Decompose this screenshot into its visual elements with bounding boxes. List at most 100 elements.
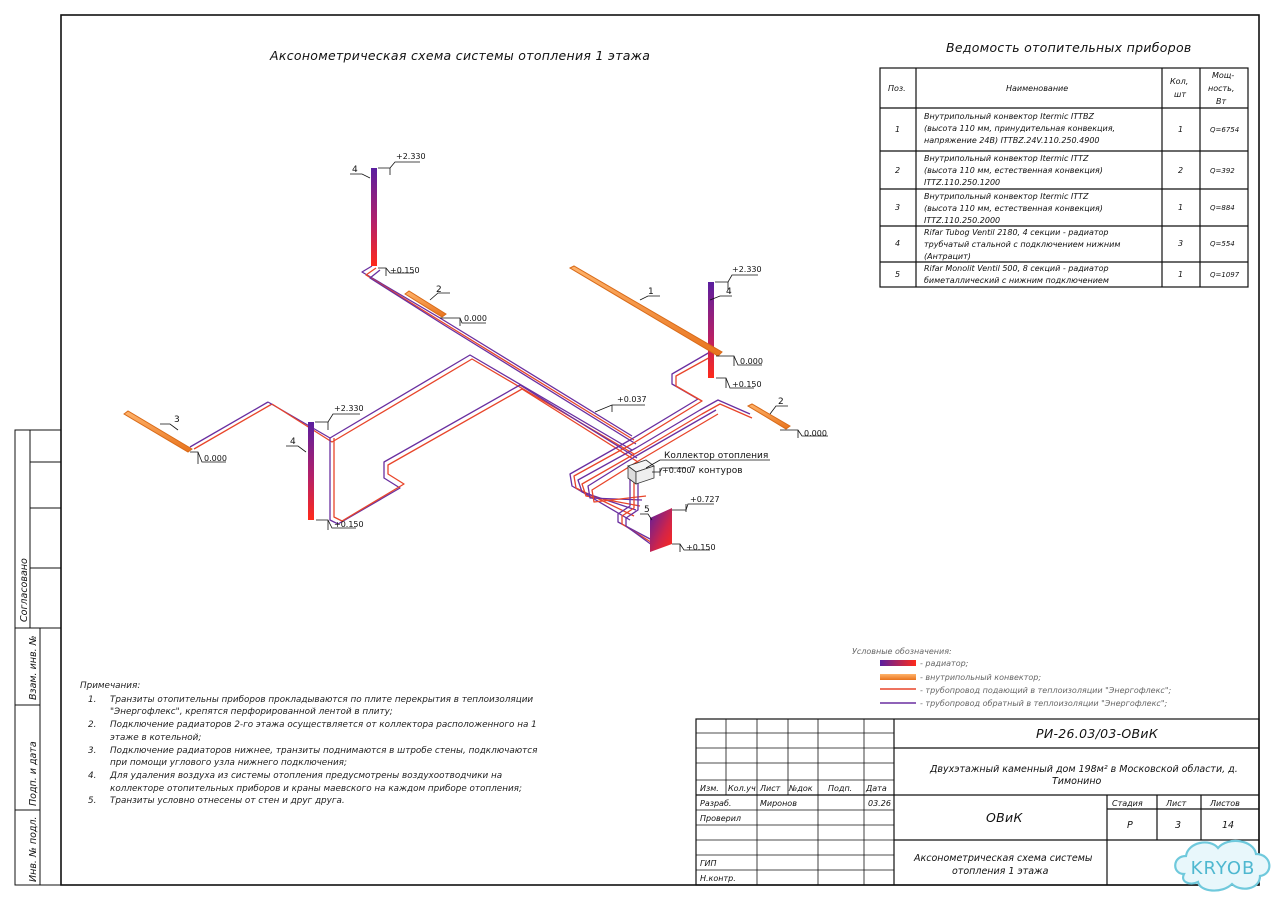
elev-mark: 0.000: [204, 454, 227, 463]
th-qty: шт: [1174, 90, 1186, 99]
cell-power: Q=884: [1210, 204, 1235, 212]
side-stamp: [14, 429, 62, 886]
elev-mark: +0.150: [732, 380, 762, 389]
cell-name: Внутрипольный конвектор Itermic ITTBZ: [924, 112, 1095, 121]
cell-name: (высота 110 мм, естественная конвекция): [924, 166, 1103, 175]
side-podp: Подп. и дата: [28, 741, 39, 806]
sheet-title: Аксонометрическая схема системы: [913, 853, 1093, 864]
cell-qty: 1: [1178, 203, 1183, 212]
notes-title: Примечания:: [80, 681, 141, 691]
schedule-table: [879, 67, 1249, 288]
legend-item: - трубопровод подающий в теплоизоляции "…: [920, 686, 1172, 695]
convector-3: [123, 410, 193, 453]
gip: ГИП: [700, 859, 716, 868]
device-label: 3: [174, 415, 180, 425]
device-label: 4: [352, 165, 358, 175]
th-name: Наименование: [1006, 84, 1068, 93]
nkontr: Н.контр.: [700, 874, 736, 883]
object-name: Тимонино: [1052, 776, 1102, 787]
device-label: 4: [290, 437, 296, 447]
radiator-4-left: [308, 422, 314, 520]
scheme-title: Аксонометрическая схема системы отоплени…: [269, 48, 650, 63]
listov-value: 14: [1222, 820, 1234, 831]
watermark-text: KRYOB: [1191, 858, 1256, 879]
convector-2-top: [404, 290, 447, 318]
cell-qty: 3: [1178, 239, 1183, 248]
elev-mark: +2.330: [732, 265, 762, 274]
cell-name: (высота 110 мм, естественная конвекция): [924, 204, 1103, 213]
proveril: Проверил: [700, 814, 741, 823]
listov-header: Листов: [1209, 799, 1240, 808]
cell-name: Внутрипольный конвектор Itermic ITTZ: [924, 192, 1089, 201]
elev-mark: +2.330: [396, 152, 426, 161]
note-item: 3.Подключение радиаторов нижнее, транзит…: [88, 745, 538, 769]
notes-block: Примечания: 1.Транзиты отопительны прибо…: [80, 680, 580, 808]
cell-name: биметаллический с нижним подключением: [924, 276, 1109, 285]
elevation-marks: [190, 161, 828, 552]
cell-name: (высота 110 мм, принудительная конвекция…: [924, 124, 1115, 133]
collector-mark: +0.400: [662, 466, 692, 475]
legend-item: - внутрипольный конвектор;: [920, 673, 1041, 682]
col-izm: Изм.: [700, 784, 719, 793]
stadia-value: Р: [1127, 820, 1133, 831]
elev-mark: +0.150: [686, 543, 716, 552]
cell-qty: 2: [1178, 166, 1183, 175]
razrab-date: 03.26: [868, 799, 891, 808]
leaders: [160, 173, 788, 521]
collector-label: Коллектор отопления: [664, 451, 768, 461]
cell-power: Q=6754: [1210, 126, 1239, 134]
pipes: [189, 265, 753, 549]
elev-mark: +2.330: [334, 404, 364, 413]
legend-item: - трубопровод обратный в теплоизоляции "…: [920, 699, 1167, 708]
th-qty: Кол,: [1170, 77, 1188, 86]
section-code: ОВиК: [986, 810, 1023, 825]
list-value: 3: [1175, 820, 1181, 831]
col-podp: Подп.: [828, 784, 852, 793]
cell-name: напряжение 24В) ITTBZ.24V.110.250.4900: [924, 136, 1100, 145]
cell-name: (Антрацит): [924, 252, 971, 261]
cell-name: Rifar Tubog Ventil 2180, 4 секции - ради…: [924, 228, 1109, 237]
th-power: Вт: [1216, 97, 1226, 106]
cell-pos: 4: [895, 239, 900, 248]
cell-name: Внутрипольный конвектор Itermic ITTZ: [924, 154, 1089, 163]
cell-name: ITTZ.110.250.2000: [924, 216, 1000, 225]
title-block: [695, 718, 1260, 886]
col-list: Лист: [759, 784, 781, 793]
elev-mark: 0.000: [740, 357, 763, 366]
device-label: 4: [726, 287, 732, 297]
th-pos: Поз.: [888, 84, 906, 93]
watermark-logo: KRYOB: [1174, 839, 1271, 892]
note-item: 5.Транзиты условно отнесены от стен и др…: [88, 796, 345, 807]
legend-item: - радиатор;: [920, 659, 969, 668]
stadia-header: Стадия: [1112, 799, 1143, 808]
side-soglasovano: Согласовано: [19, 558, 30, 622]
col-kol: Кол.уч: [728, 784, 756, 793]
side-inv: Инв. № подл.: [28, 816, 39, 882]
convector-2-right: [746, 403, 791, 430]
device-label: 2: [778, 397, 784, 407]
cell-name: Rifar Monolit Ventil 500, 8 секций - рад…: [924, 264, 1109, 273]
schedule-row: 5 Rifar Monolit Ventil 500, 8 секций - р…: [895, 264, 1240, 285]
schedule-title: Ведомость отопительных приборов: [946, 40, 1192, 55]
cell-pos: 2: [895, 166, 900, 175]
collector: [627, 459, 655, 485]
cell-power: Q=392: [1210, 167, 1235, 175]
razrab-name: Миронов: [760, 799, 797, 808]
radiator-5: [650, 508, 672, 552]
cell-power: Q=554: [1210, 240, 1235, 248]
schedule-row: 4 Rifar Tubog Ventil 2180, 4 секции - ра…: [895, 228, 1235, 261]
schedule-row: 3 Внутрипольный конвектор Itermic ITTZ (…: [895, 192, 1235, 225]
convector-1: [568, 265, 723, 357]
cell-qty: 1: [1178, 125, 1183, 134]
cell-pos: 3: [895, 203, 900, 212]
device-label: 1: [648, 287, 654, 297]
legend-swatch-radiator: [880, 660, 916, 666]
device-label: 2: [436, 285, 442, 295]
legend-swatch-convector: [880, 674, 916, 680]
col-data: Дата: [865, 784, 887, 793]
note-item: 1.Транзиты отопительны приборов проклады…: [88, 694, 534, 718]
elev-mark: +0.727: [690, 495, 720, 504]
radiator-4-top: [371, 168, 377, 266]
object-name: Двухэтажный каменный дом 198м² в Московс…: [929, 764, 1238, 775]
